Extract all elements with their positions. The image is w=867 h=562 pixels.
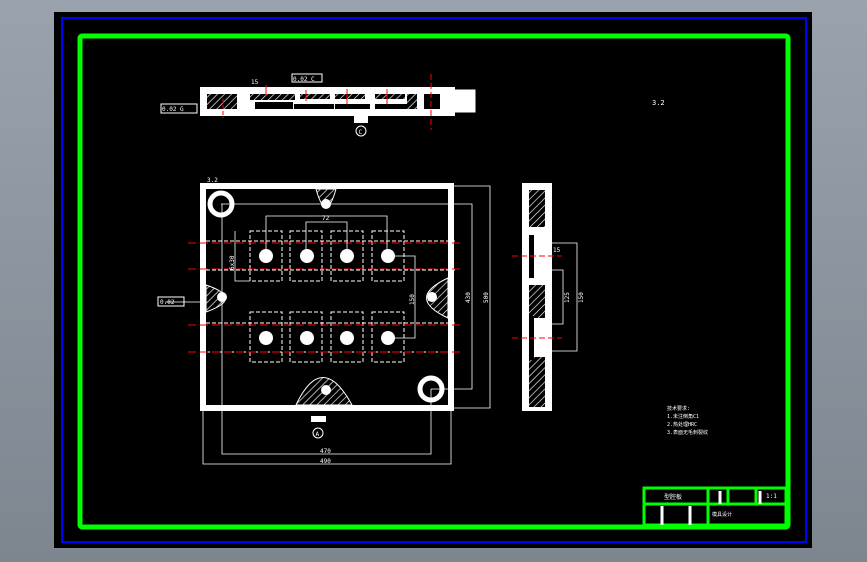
- tolerance-frame-main: 0.02: [160, 299, 175, 306]
- title-scale: 1:1: [766, 493, 777, 500]
- cad-drawing: C 0.02 C 0.02 G 15 40: [61, 17, 807, 543]
- outer-border: [61, 17, 807, 543]
- note-line: 2.热处理HRC: [667, 421, 697, 428]
- top-view: C 0.02 C 0.02 G 15 40: [160, 73, 476, 137]
- pitch-note: 6x30: [229, 255, 236, 270]
- side-view: 15 125 150: [512, 183, 585, 411]
- dim-right: 40: [462, 99, 470, 106]
- drawing-sheet: C 0.02 C 0.02 G 15 40: [54, 12, 812, 548]
- tolerance-frame-top: 0.02 C: [293, 76, 315, 83]
- hole-spacing-dim: 72: [322, 215, 330, 222]
- note-line: 技术要求:: [667, 405, 690, 412]
- vertical-note: 150: [409, 294, 416, 305]
- roughness-symbol: 3.2: [207, 177, 218, 184]
- title-drawing-no: 模具设计: [712, 511, 732, 518]
- datum-c-label: C: [359, 129, 363, 136]
- height-outer-dim: 500: [483, 292, 490, 303]
- side-dim-a: 15: [553, 247, 561, 254]
- general-roughness: 3.2: [652, 99, 665, 107]
- dim-top-left: 15: [251, 79, 259, 86]
- title-part-name: 型腔板: [664, 493, 682, 501]
- height-inner-dim: 430: [465, 292, 472, 303]
- width-inner-dim: 470: [320, 448, 331, 455]
- datum-a-label: A: [316, 431, 320, 438]
- width-outer-dim: 490: [320, 458, 331, 465]
- main-view: 72 470 490 430 500 150 6x30 3.2 0.02 A: [157, 177, 491, 465]
- note-line: 3.表面无毛刺裂纹: [667, 429, 708, 436]
- drawing-frame: [77, 33, 791, 530]
- tolerance-frame-left: 0.02 G: [162, 106, 184, 113]
- technical-notes: 技术要求: 1.未注倒角C1 2.热处理HRC 3.表面无毛刺裂纹: [667, 405, 708, 436]
- side-dim-b: 125: [564, 292, 571, 303]
- side-dim-c: 150: [578, 292, 585, 303]
- note-line: 1.未注倒角C1: [667, 413, 699, 420]
- title-block: 型腔板 1:1 模具设计: [642, 486, 788, 527]
